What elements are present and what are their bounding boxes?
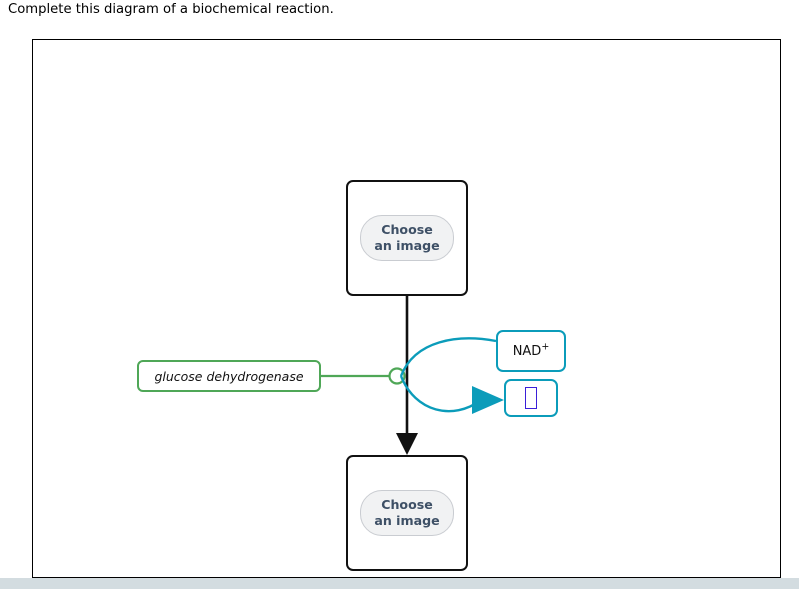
- cofactor-in-curve: [399, 337, 497, 377]
- cofactor-in-box[interactable]: NAD+: [496, 330, 566, 372]
- missing-glyph-icon: [525, 387, 537, 409]
- reaction-node-circle-icon: [388, 367, 406, 385]
- cofactor-out-curve: [399, 375, 482, 413]
- down-arrow-icon: [396, 433, 418, 455]
- horizontal-scrollbar[interactable]: [0, 578, 799, 589]
- cofactor-in-name: NAD: [512, 343, 542, 359]
- enzyme-label-text: glucose dehydrogenase: [154, 368, 304, 384]
- substrate-choose-image-line2: an image: [374, 238, 440, 253]
- product-choose-image-line2: an image: [374, 513, 440, 528]
- product-choose-image-line1: Choose: [381, 497, 433, 512]
- enzyme-label-box[interactable]: glucose dehydrogenase: [137, 360, 321, 392]
- substrate-choose-image-line1: Choose: [381, 222, 433, 237]
- product-choose-image-button[interactable]: Choose an image: [360, 490, 454, 536]
- curved-arrow-icon: [472, 386, 504, 414]
- cofactor-out-box[interactable]: [504, 379, 558, 417]
- substrate-choose-image-button[interactable]: Choose an image: [360, 215, 454, 261]
- cofactor-in-charge: +: [541, 341, 550, 353]
- substrate-image-box[interactable]: Choose an image: [346, 180, 468, 296]
- cofactor-in-label: NAD+: [512, 341, 550, 359]
- page-instruction: Complete this diagram of a biochemical r…: [8, 2, 334, 17]
- product-image-box[interactable]: Choose an image: [346, 455, 468, 571]
- diagram-canvas: Choose an image Choose an image glucose …: [32, 39, 781, 578]
